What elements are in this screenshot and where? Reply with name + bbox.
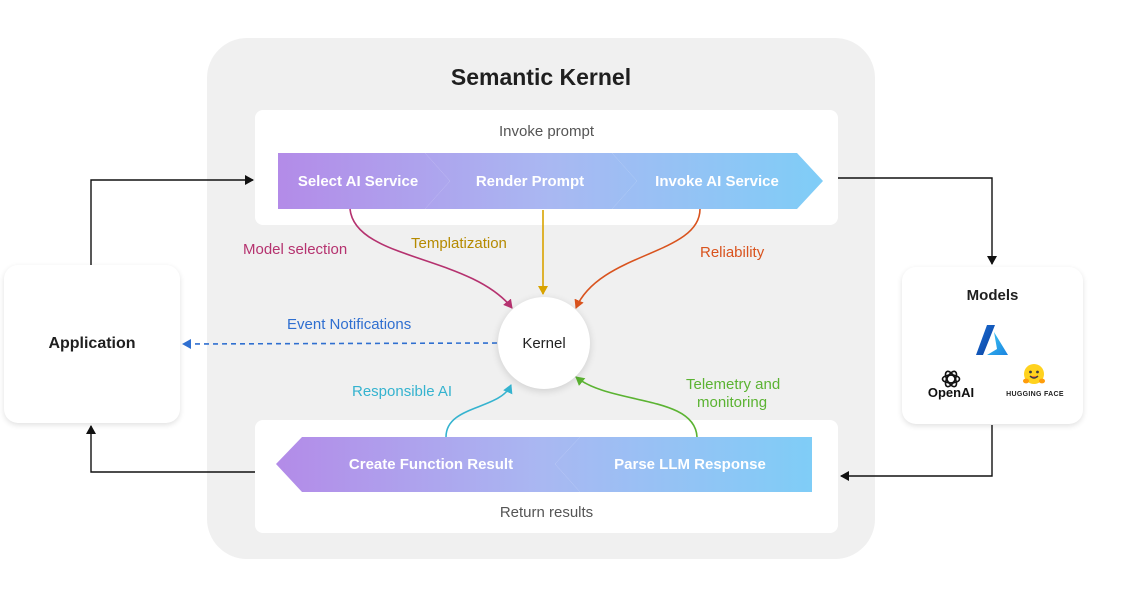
select-ai-service-label: Select AI Service [297, 172, 419, 190]
invoke-ai-service-step [612, 153, 823, 209]
create-function-result-step [276, 437, 580, 492]
telemetry-label-line2: monitoring [697, 394, 768, 411]
azure-logo-icon [975, 323, 1009, 357]
openai-logo-icon [938, 368, 964, 390]
create-function-result-label: Create Function Result [348, 456, 514, 473]
models-card [902, 267, 1083, 424]
return-results-label: Return results [499, 504, 594, 521]
parse-llm-response-step [555, 437, 812, 492]
telemetry-label-line1: Telemetry and [686, 376, 781, 393]
hugging-face-logo-text: HUGGING FACE [1006, 391, 1064, 398]
invoke-ai-service-label: Invoke AI Service [655, 172, 779, 190]
models-title: Models [966, 287, 1019, 304]
render-prompt-label: Render Prompt [475, 172, 585, 190]
render-prompt-step [425, 153, 637, 209]
reliability-label: Reliability [700, 244, 765, 261]
model-selection-label: Model selection [243, 241, 348, 258]
parse-llm-response-label: Parse LLM Response [614, 456, 766, 473]
kernel-node: Kernel [498, 297, 590, 389]
templatization-label: Templatization [411, 235, 507, 252]
event-notifications-label: Event Notifications [287, 316, 412, 333]
diagram-title: Semantic Kernel [450, 64, 632, 90]
application-label: Application [48, 335, 136, 352]
invoke-prompt-label: Invoke prompt [498, 123, 595, 140]
select-ai-service-step [278, 153, 450, 209]
responsible-ai-label: Responsible AI [352, 383, 453, 400]
application-card [4, 265, 180, 423]
hugging-face-logo-icon [1021, 362, 1047, 388]
openai-logo-text: OpenAI [927, 385, 975, 400]
